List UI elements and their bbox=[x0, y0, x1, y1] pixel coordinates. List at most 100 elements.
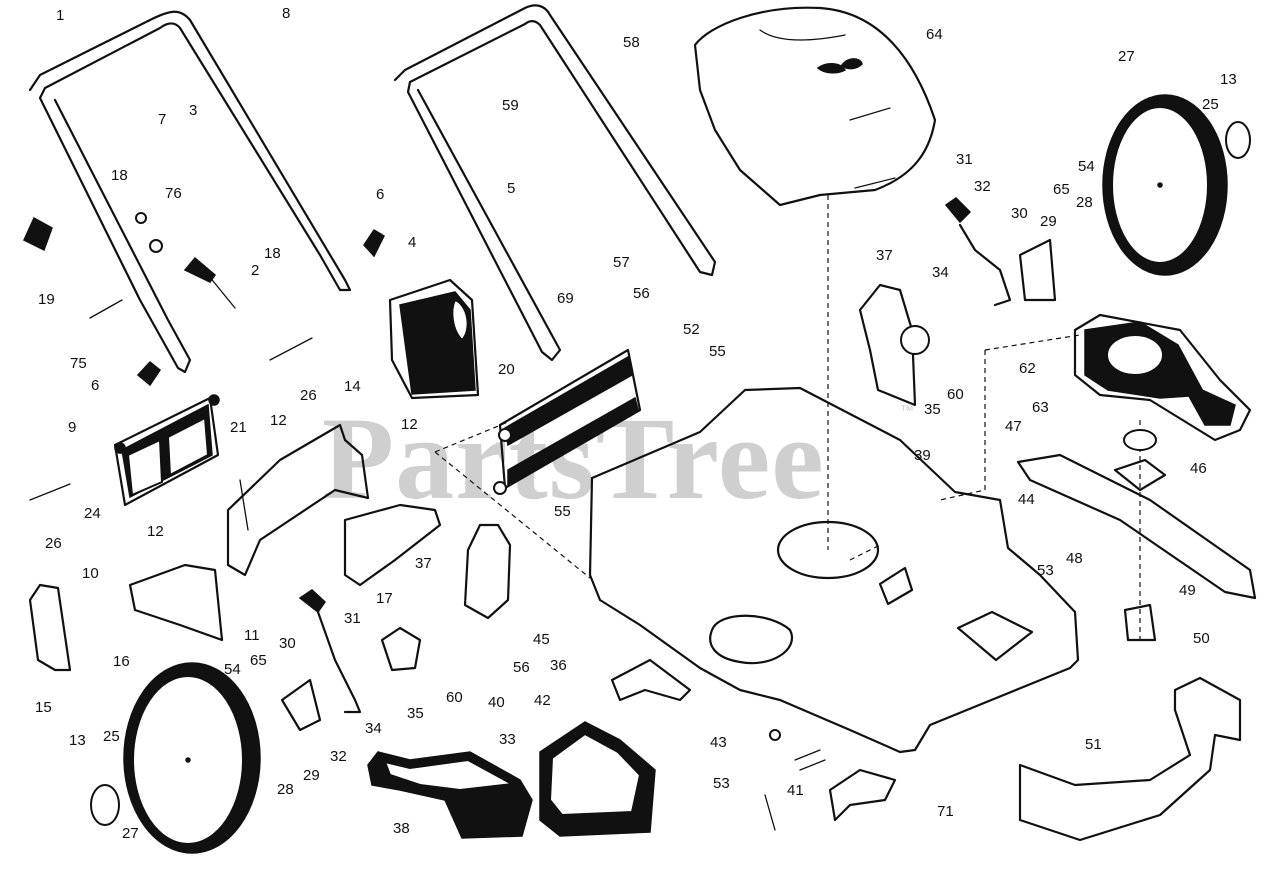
label-part-60-right: 60 bbox=[947, 386, 964, 403]
engine bbox=[693, 6, 937, 207]
label-part-31-left: 31 bbox=[344, 610, 361, 627]
label-part-7: 7 bbox=[158, 111, 166, 128]
label-part-31-right: 31 bbox=[956, 151, 973, 168]
label-part-35-right: 35 bbox=[924, 401, 941, 418]
label-part-33: 33 bbox=[499, 731, 516, 748]
label-part-56-bottom: 56 bbox=[513, 659, 530, 676]
assembly-guide-lines bbox=[434, 195, 1141, 640]
label-part-37-left: 37 bbox=[415, 555, 432, 572]
label-part-12-c: 12 bbox=[147, 523, 164, 540]
upper-handle-left bbox=[28, 10, 352, 374]
handle-hardware bbox=[23, 212, 385, 501]
label-part-24: 24 bbox=[84, 505, 101, 522]
label-part-28-right: 28 bbox=[1076, 194, 1093, 211]
label-part-40: 40 bbox=[488, 694, 505, 711]
grass-bag-rear-door bbox=[388, 278, 480, 400]
height-adjust-bracket bbox=[226, 423, 370, 577]
part-number-labels: 1 8 58 64 27 13 25 7 3 59 31 54 65 28 18… bbox=[35, 5, 1237, 842]
label-part-51: 51 bbox=[1085, 736, 1102, 753]
label-part-54-right: 54 bbox=[1078, 158, 1095, 175]
label-part-8: 8 bbox=[282, 5, 290, 22]
label-part-10: 10 bbox=[82, 565, 99, 582]
label-part-75: 75 bbox=[70, 355, 87, 372]
mower-blade bbox=[1016, 453, 1257, 642]
label-part-20: 20 bbox=[498, 361, 515, 378]
partstree-watermark: PartsTree ™ bbox=[322, 393, 914, 524]
rear-flap-assembly bbox=[113, 394, 220, 507]
label-part-25-left: 25 bbox=[103, 728, 120, 745]
label-part-55-bottom: 55 bbox=[554, 503, 571, 520]
label-part-26-left: 26 bbox=[45, 535, 62, 552]
label-part-27-right: 27 bbox=[1118, 48, 1135, 65]
label-part-25-right: 25 bbox=[1202, 96, 1219, 113]
label-part-6-left: 6 bbox=[91, 377, 99, 394]
label-part-49: 49 bbox=[1179, 582, 1196, 599]
label-part-53-bottom: 53 bbox=[713, 775, 730, 792]
label-part-3: 3 bbox=[189, 102, 197, 119]
watermark-text: PartsTree bbox=[322, 393, 825, 524]
label-part-13-right: 13 bbox=[1220, 71, 1237, 88]
label-part-12-a: 12 bbox=[270, 412, 287, 429]
label-part-26-mid: 26 bbox=[300, 387, 317, 404]
label-part-55-top: 55 bbox=[709, 343, 726, 360]
label-part-42: 42 bbox=[534, 692, 551, 709]
label-part-63: 63 bbox=[1032, 399, 1049, 416]
label-part-5: 5 bbox=[507, 180, 515, 197]
label-part-2: 2 bbox=[251, 262, 259, 279]
label-part-62: 62 bbox=[1019, 360, 1036, 377]
label-part-17: 17 bbox=[376, 590, 393, 607]
mulch-plug bbox=[539, 721, 656, 837]
label-part-44: 44 bbox=[1018, 491, 1035, 508]
label-part-9: 9 bbox=[68, 419, 76, 436]
watermark-trademark: ™ bbox=[900, 402, 914, 418]
blade-adapter bbox=[1073, 313, 1252, 492]
label-part-38: 38 bbox=[393, 820, 410, 837]
label-part-32-right: 32 bbox=[974, 178, 991, 195]
label-part-36: 36 bbox=[550, 657, 567, 674]
label-part-16: 16 bbox=[113, 653, 130, 670]
label-part-34-left: 34 bbox=[365, 720, 382, 737]
rear-skirt bbox=[367, 751, 533, 839]
label-part-27-left: 27 bbox=[122, 825, 139, 842]
label-part-45: 45 bbox=[533, 631, 550, 648]
lower-handle-center bbox=[393, 4, 717, 362]
label-part-35-left: 35 bbox=[407, 705, 424, 722]
label-part-14: 14 bbox=[344, 378, 361, 395]
rear-axle-bracket bbox=[28, 563, 322, 732]
label-part-6-top: 6 bbox=[376, 186, 384, 203]
label-part-21: 21 bbox=[230, 419, 247, 436]
label-part-29-left: 29 bbox=[303, 767, 320, 784]
label-part-19: 19 bbox=[38, 291, 55, 308]
label-part-13-left: 13 bbox=[69, 732, 86, 749]
label-part-4: 4 bbox=[408, 234, 416, 251]
label-part-53-right: 53 bbox=[1037, 562, 1054, 579]
front-wheel-right bbox=[1102, 94, 1251, 276]
label-part-15: 15 bbox=[35, 699, 52, 716]
label-part-18-top: 18 bbox=[111, 167, 128, 184]
label-part-76: 76 bbox=[165, 185, 182, 202]
label-part-58: 58 bbox=[623, 34, 640, 51]
label-part-54-left: 54 bbox=[224, 661, 241, 678]
label-part-11: 11 bbox=[244, 627, 260, 644]
label-part-48: 48 bbox=[1066, 550, 1083, 567]
label-part-29-right: 29 bbox=[1040, 213, 1057, 230]
rear-baffle-rod bbox=[493, 348, 642, 495]
label-part-59: 59 bbox=[502, 97, 519, 114]
label-part-32-left: 32 bbox=[330, 748, 347, 765]
label-part-65-right: 65 bbox=[1053, 181, 1070, 198]
label-part-18-mid: 18 bbox=[264, 245, 281, 262]
label-part-50: 50 bbox=[1193, 630, 1210, 647]
label-part-12-b: 12 bbox=[401, 416, 418, 433]
label-part-64: 64 bbox=[926, 26, 943, 43]
front-height-adjuster bbox=[858, 197, 1057, 407]
label-part-39: 39 bbox=[914, 447, 931, 464]
label-part-41: 41 bbox=[787, 782, 804, 799]
label-part-30-left: 30 bbox=[279, 635, 296, 652]
rear-wheel-left bbox=[90, 662, 261, 854]
label-part-37-right: 37 bbox=[876, 247, 893, 264]
rear-height-adjuster bbox=[298, 503, 692, 714]
label-part-30-right: 30 bbox=[1011, 205, 1028, 222]
label-part-71: 71 bbox=[937, 803, 954, 820]
label-part-34-right: 34 bbox=[932, 264, 949, 281]
